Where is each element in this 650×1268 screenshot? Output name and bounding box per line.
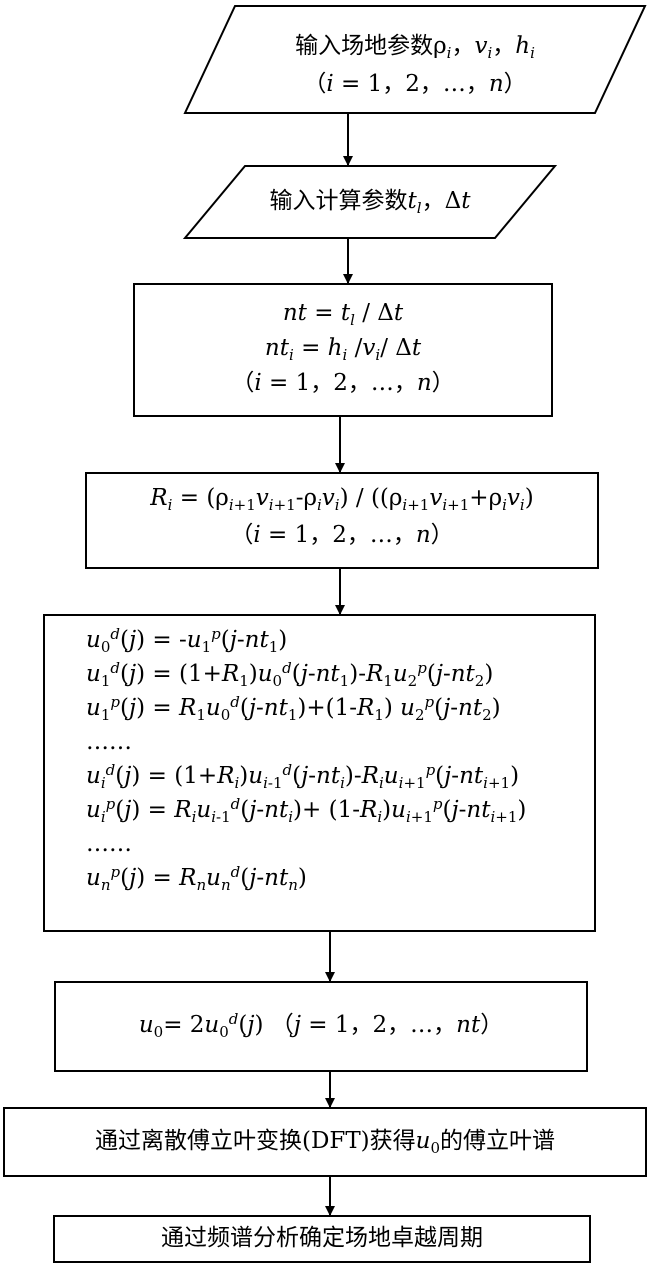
recursion-line-1: u1d(j) = (1+R1)u0d(j-nt1)-R1u2p(j-nt2): [86, 659, 493, 690]
recursion-line-7: unp(j) = Rnund(j-ntn): [86, 863, 307, 894]
recursion-line-5: uip(j) = Riui-1d(j-nti)+ (1-Ri)ui+1p(j-n…: [86, 795, 526, 826]
period-line-0: 通过频谱分析确定场地卓越周期: [54, 1223, 590, 1254]
nt-calc-line-2: （i = 1，2，…，n）: [134, 368, 552, 399]
recursion-line-6: ……: [86, 829, 132, 860]
reflection-line-1: （i = 1，2，…，n）: [86, 520, 598, 551]
recursion-line-0: u0d(j) = -u1p(j-nt1): [86, 625, 287, 656]
dft-line-0: 通过离散傅立叶变换(DFT)获得u0的傅立叶谱: [4, 1126, 646, 1157]
input-site-line-1: （i = 1，2，…，n）: [185, 69, 645, 100]
nt-calc-line-0: nt = tl / Δt: [134, 298, 552, 329]
nt-calc-line-1: nti = hi /vi/ Δt: [134, 333, 552, 364]
recursion-line-4: uid(j) = (1+Ri)ui-1d(j-nti)-Riui+1p(j-nt…: [86, 761, 519, 792]
u0-sum-line-0: u0= 2u0d(j) （j = 1，2，…，nt）: [55, 1010, 587, 1041]
recursion-line-3: ……: [86, 727, 132, 758]
input-calc-line-0: 输入计算参数tl，Δt: [185, 186, 555, 217]
input-site-line-0: 输入场地参数ρi，vi，hi: [185, 31, 645, 62]
reflection-line-0: Ri = (ρi+1vi+1-ρivi) / ((ρi+1vi+1+ρivi): [86, 483, 598, 514]
recursion-line-2: u1p(j) = R1u0d(j-nt1)+(1-R1) u2p(j-nt2): [86, 693, 501, 724]
